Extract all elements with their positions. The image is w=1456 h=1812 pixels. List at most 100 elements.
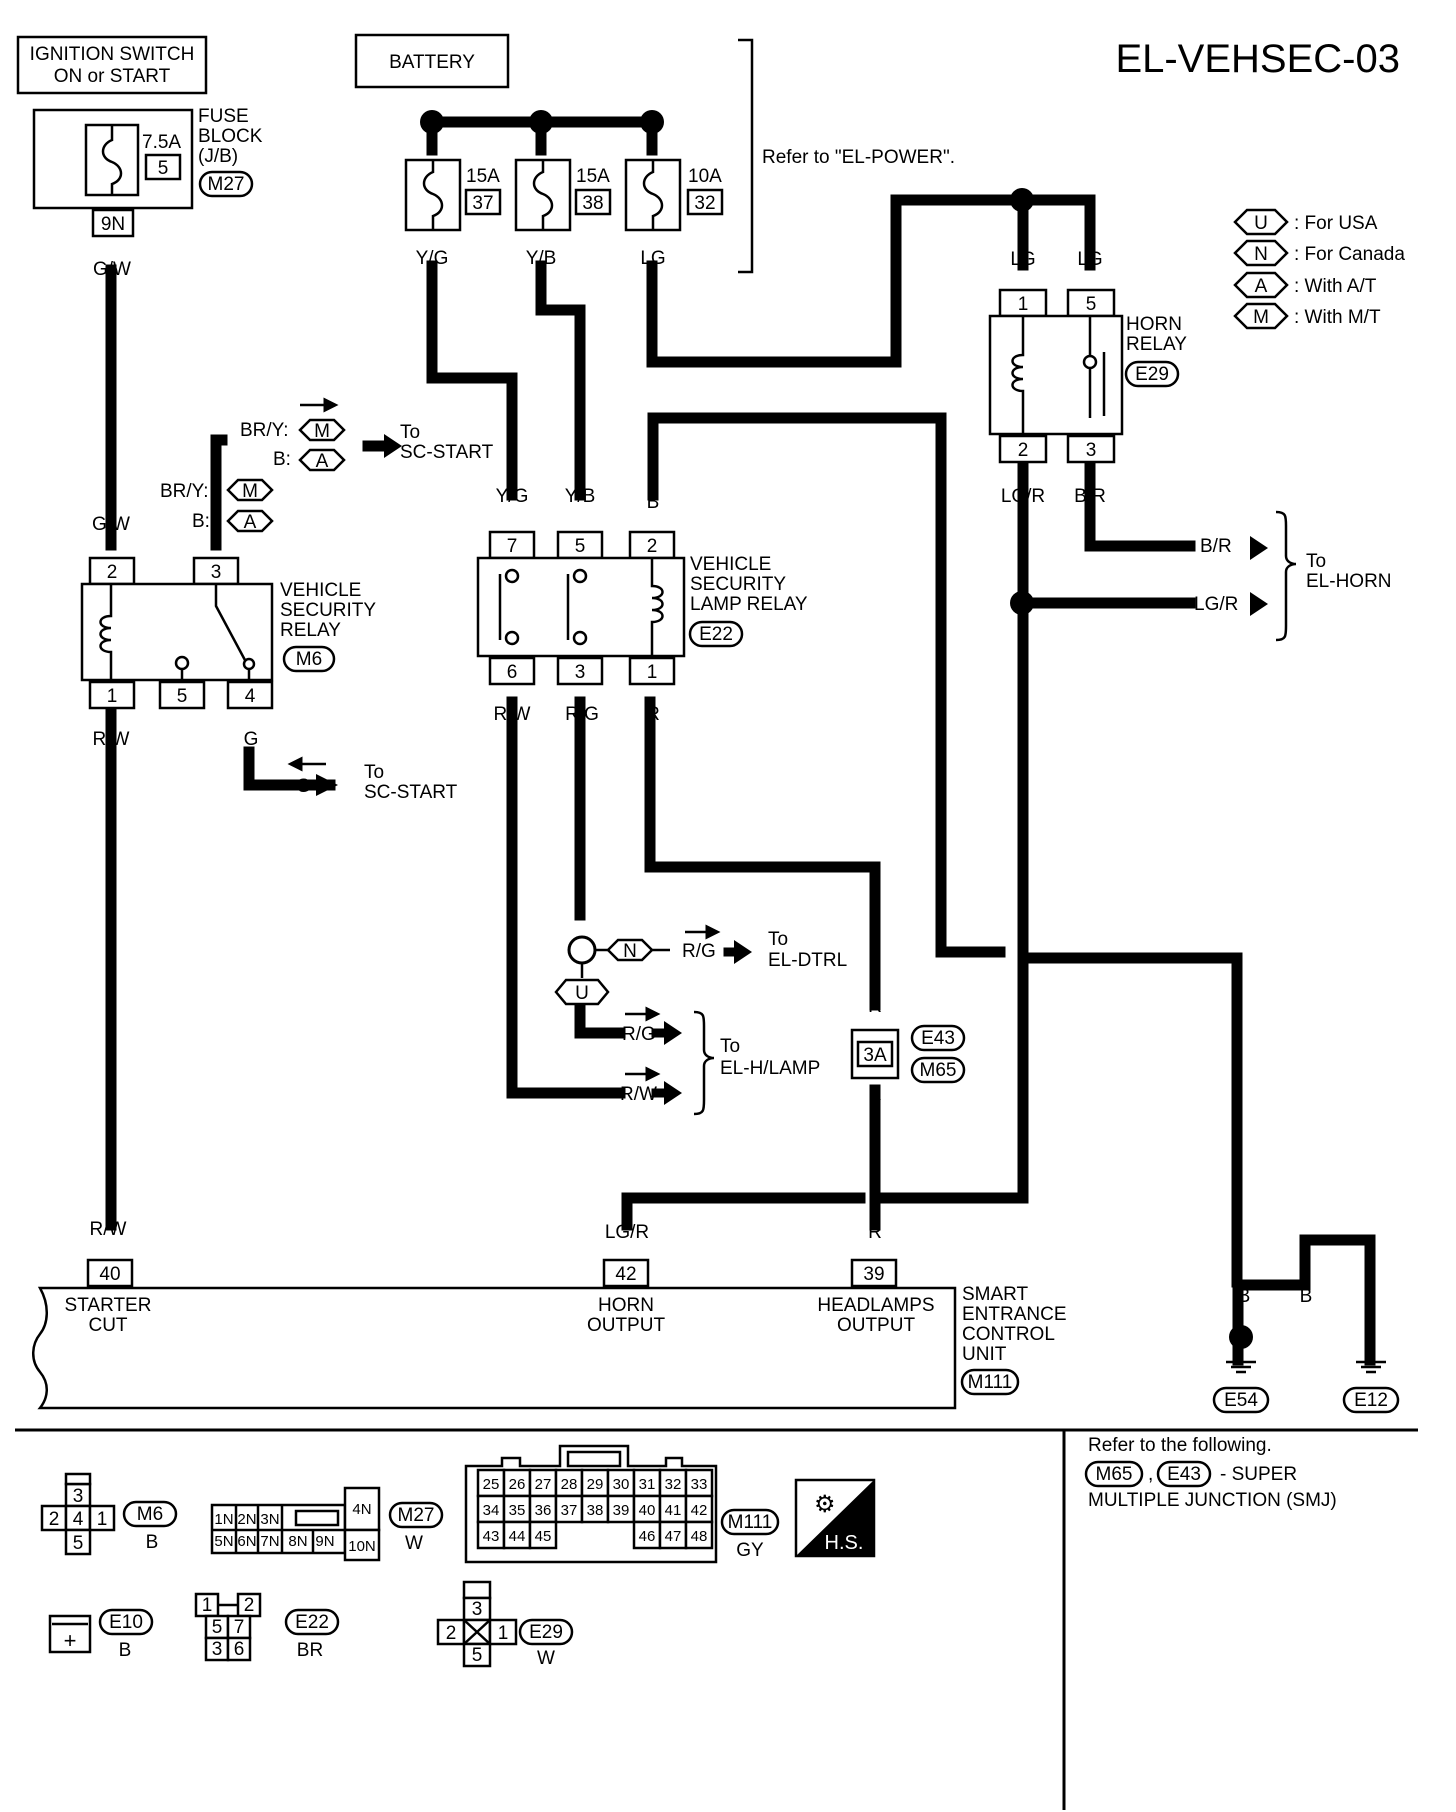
svg-text:B:: B: bbox=[273, 449, 291, 470]
hs-badge: ⚙ H.S. bbox=[794, 1478, 876, 1558]
svg-text:LG/R: LG/R bbox=[605, 1222, 649, 1243]
wires bbox=[105, 116, 1376, 1366]
to-el-dtrl: N R/G To EL-DTRL U bbox=[554, 924, 847, 1012]
svg-text:37: 37 bbox=[472, 193, 493, 214]
svg-text:M: M bbox=[242, 481, 258, 502]
m111-pin-label: 47 bbox=[665, 1528, 682, 1545]
svg-text:M6: M6 bbox=[296, 649, 322, 670]
svg-text:: With M/T: : With M/T bbox=[1294, 307, 1381, 328]
svg-text:9N: 9N bbox=[315, 1533, 334, 1550]
svg-text:8N: 8N bbox=[288, 1533, 307, 1550]
svg-text:3: 3 bbox=[211, 562, 222, 583]
to-sc-start-bottom: G To SC-START bbox=[287, 756, 458, 803]
svg-text:BR/Y:: BR/Y: bbox=[240, 420, 289, 441]
svg-text:W: W bbox=[537, 1648, 555, 1669]
svg-text:6: 6 bbox=[507, 662, 518, 683]
svg-text:BR: BR bbox=[297, 1640, 323, 1661]
svg-text:M65: M65 bbox=[920, 1060, 957, 1081]
svg-text:5: 5 bbox=[73, 1533, 84, 1554]
svg-text:A: A bbox=[244, 512, 257, 533]
svg-text:W: W bbox=[405, 1533, 423, 1554]
connector-m6: 3 2 4 1 5 M6 B bbox=[40, 1472, 178, 1556]
svg-text:2: 2 bbox=[1018, 440, 1029, 461]
svg-text:VEHICLE: VEHICLE bbox=[690, 554, 771, 575]
refer-power-note: Refer to "EL-POWER". bbox=[762, 147, 955, 168]
svg-text:E29: E29 bbox=[529, 1622, 563, 1643]
svg-text:U: U bbox=[1254, 213, 1268, 234]
svg-text:R/G: R/G bbox=[682, 941, 716, 962]
svg-text:3N: 3N bbox=[260, 1511, 279, 1528]
svg-text:39: 39 bbox=[863, 1264, 884, 1285]
m111-pin-label: 41 bbox=[665, 1502, 682, 1519]
svg-text:E22: E22 bbox=[295, 1612, 329, 1633]
svg-text:HEADLAMPS: HEADLAMPS bbox=[817, 1295, 934, 1316]
m111-pin-label: 48 bbox=[691, 1528, 708, 1545]
svg-text:M111: M111 bbox=[728, 1512, 773, 1533]
svg-text:M27: M27 bbox=[208, 174, 245, 195]
connector-m27: 1N 2N 3N 5N 6N 7N 8N 9N 4N 10N M27 W bbox=[210, 1486, 444, 1562]
svg-text:GY: GY bbox=[736, 1540, 764, 1561]
svg-text:: For Canada: : For Canada bbox=[1294, 244, 1405, 265]
horn-relay: LG LG 1 5 2 3 LG/R B/R HORN RELAY E29 bbox=[988, 249, 1187, 507]
svg-text:SECURITY: SECURITY bbox=[690, 574, 786, 595]
svg-text:SECURITY: SECURITY bbox=[280, 600, 376, 621]
svg-text:3: 3 bbox=[212, 1639, 223, 1660]
m111-pin-label: 43 bbox=[483, 1528, 500, 1545]
to-sc-start-top: BR/Y: M B: A To SC-START bbox=[240, 397, 494, 472]
to-el-hlamp: R/G R/W To EL-H/LAMP bbox=[620, 1006, 820, 1116]
junction-dots bbox=[420, 110, 1253, 1349]
svg-text:G: G bbox=[244, 729, 259, 750]
svg-text:7.5A: 7.5A bbox=[142, 132, 181, 153]
svg-text:E12: E12 bbox=[1354, 1390, 1388, 1411]
svg-text:G/W: G/W bbox=[92, 514, 130, 535]
svg-text:9N: 9N bbox=[101, 214, 125, 235]
svg-text:ON or START: ON or START bbox=[54, 66, 171, 87]
svg-text:R/W: R/W bbox=[90, 1219, 127, 1240]
svg-text:2: 2 bbox=[244, 1595, 255, 1616]
svg-text:EL-H/LAMP: EL-H/LAMP bbox=[720, 1058, 820, 1079]
svg-text:B: B bbox=[1300, 1286, 1313, 1307]
svg-text:UNIT: UNIT bbox=[962, 1344, 1007, 1365]
connector-e10: + E10 B bbox=[48, 1608, 154, 1661]
connector-e29: 3 2 1 5 E29 W bbox=[436, 1580, 574, 1669]
svg-text:OUTPUT: OUTPUT bbox=[837, 1315, 916, 1336]
svg-text:SC-START: SC-START bbox=[400, 442, 494, 463]
svg-text:2: 2 bbox=[107, 562, 118, 583]
svg-text:E10: E10 bbox=[109, 1612, 143, 1633]
svg-text:: For USA: : For USA bbox=[1294, 213, 1378, 234]
svg-text:5: 5 bbox=[472, 1645, 483, 1666]
svg-text:5: 5 bbox=[1086, 294, 1097, 315]
m111-pin-label: 40 bbox=[639, 1502, 656, 1519]
diagram-title: EL-VEHSEC-03 bbox=[1115, 37, 1400, 81]
svg-text:E43: E43 bbox=[921, 1028, 955, 1049]
svg-text:E22: E22 bbox=[699, 624, 733, 645]
svg-text:To: To bbox=[364, 762, 384, 783]
svg-text:LG: LG bbox=[640, 248, 665, 269]
svg-text:5: 5 bbox=[158, 158, 169, 179]
svg-text:1: 1 bbox=[647, 662, 658, 683]
svg-text:- SUPER: - SUPER bbox=[1220, 1464, 1297, 1485]
svg-text:7: 7 bbox=[234, 1617, 245, 1638]
svg-text:7: 7 bbox=[507, 536, 518, 557]
svg-text:Y/G: Y/G bbox=[496, 486, 529, 507]
svg-text:Y/B: Y/B bbox=[526, 248, 557, 269]
svg-text:: With A/T: : With A/T bbox=[1294, 276, 1377, 297]
m111-pin-label: 36 bbox=[535, 1502, 552, 1519]
svg-text:RELAY: RELAY bbox=[280, 620, 341, 641]
svg-text:To: To bbox=[1306, 551, 1326, 572]
m111-pin-label: 27 bbox=[535, 1476, 552, 1493]
svg-text:Refer to the following.: Refer to the following. bbox=[1088, 1435, 1272, 1456]
svg-text:1: 1 bbox=[202, 1595, 213, 1616]
svg-text:1: 1 bbox=[498, 1623, 509, 1644]
m111-pin-cell bbox=[632, 1520, 662, 1550]
svg-text:3: 3 bbox=[1086, 440, 1097, 461]
svg-text:4: 4 bbox=[245, 686, 256, 707]
svg-text:LAMP RELAY: LAMP RELAY bbox=[690, 594, 808, 615]
svg-text:10N: 10N bbox=[348, 1538, 376, 1555]
ignition-switch: IGNITION SWITCH ON or START bbox=[16, 35, 208, 95]
fuse-block: 7.5A 5 FUSE BLOCK (J/B) M27 9N G/W bbox=[32, 106, 263, 280]
svg-text:VEHICLE: VEHICLE bbox=[280, 580, 361, 601]
m111-pin-label: 28 bbox=[561, 1476, 578, 1493]
connector-e22: 1 2 5 7 3 6 E22 BR bbox=[194, 1592, 340, 1662]
